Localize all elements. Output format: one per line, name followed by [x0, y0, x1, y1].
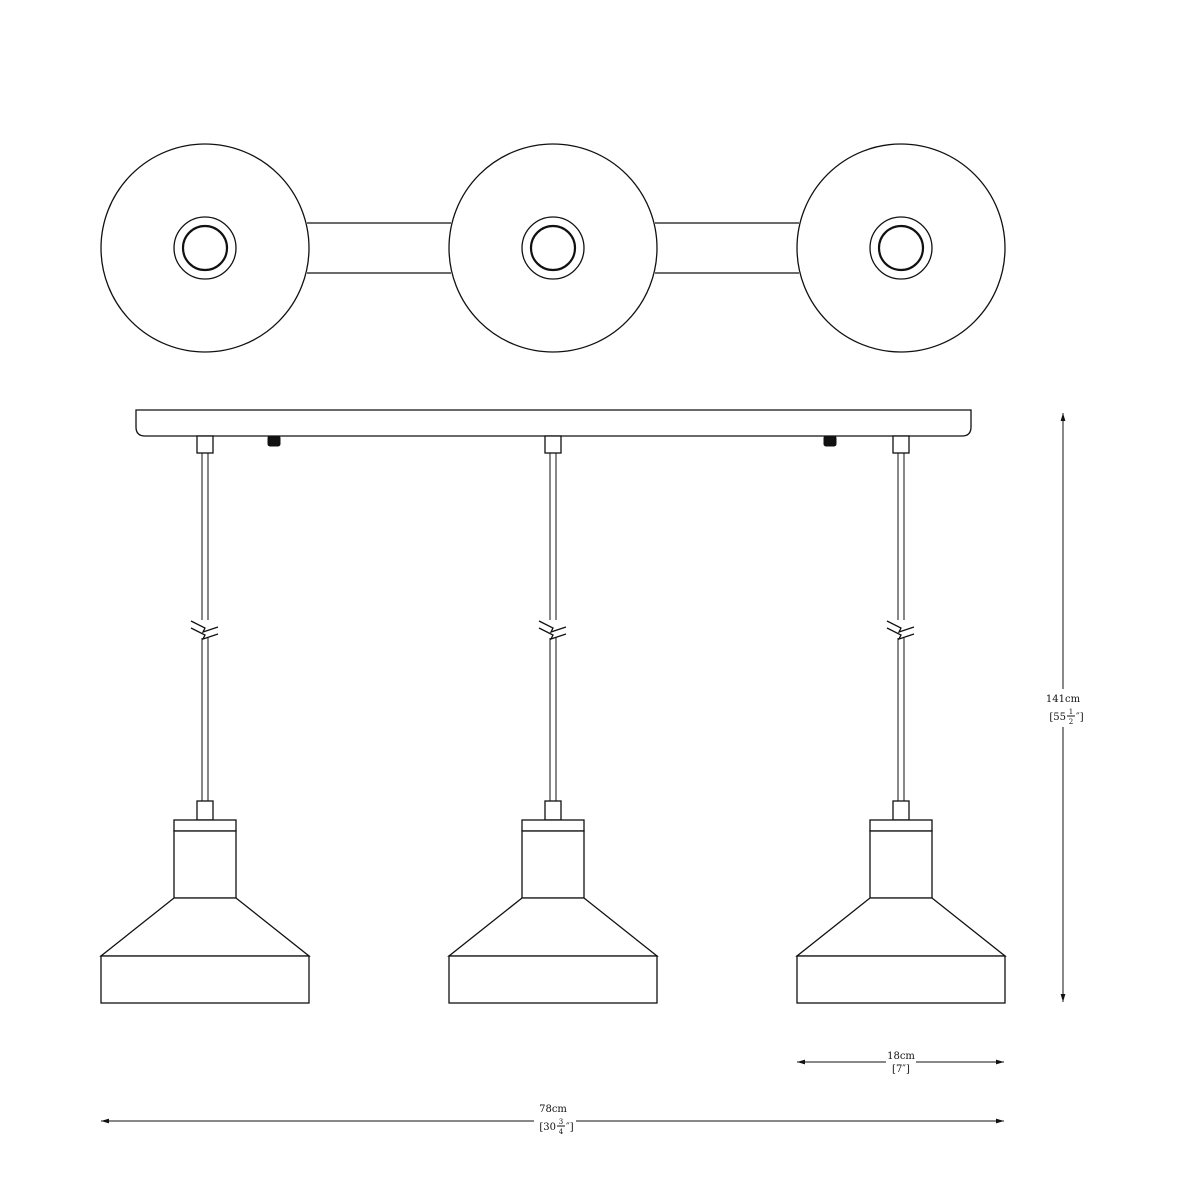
- cord-break-symbol-2: [538, 620, 567, 641]
- svg-text:4: 4: [559, 1128, 564, 1136]
- pendant-2: [447, 435, 659, 1004]
- shade-width-dimension: 18cm [7″]: [797, 1050, 1004, 1075]
- shade-cone-2: [447, 897, 659, 957]
- shade-width-imperial-label: [7″]: [892, 1064, 910, 1075]
- shade-cone-3: [795, 897, 1007, 957]
- cord-grip-top-3: [892, 435, 910, 454]
- shade-neck-2: [521, 830, 585, 899]
- height-metric-label: 141cm: [1046, 694, 1081, 705]
- pendant-1: [99, 435, 311, 1004]
- cord-2: [549, 453, 557, 801]
- top-view-shade-2: [448, 143, 658, 353]
- svg-text:1: 1: [1069, 708, 1073, 716]
- mounting-screw-right: [823, 435, 837, 447]
- svg-text:″]: ″]: [566, 1122, 574, 1133]
- shade-cap-1: [173, 819, 237, 832]
- svg-text:[30: [30: [539, 1122, 556, 1133]
- shade-rim-3: [796, 955, 1006, 1004]
- cord-3: [897, 453, 905, 801]
- height-dimension: 141cm [55 1 2 ″]: [1046, 413, 1084, 1002]
- shade-cap-3: [869, 819, 933, 832]
- canopy-bar: [135, 409, 972, 437]
- front-view: [99, 409, 1007, 1004]
- total-width-imperial-label: [30 3 4 ″]: [539, 1118, 573, 1136]
- svg-text:2: 2: [1069, 718, 1073, 726]
- shade-neck-3: [869, 830, 933, 899]
- svg-text:[55: [55: [1049, 712, 1066, 723]
- shade-neck-1: [173, 830, 237, 899]
- top-view-shade-1: [100, 143, 310, 353]
- cord-break-symbol-3: [886, 620, 915, 641]
- cord-grip-bottom-2: [544, 800, 562, 821]
- top-view-connector-left: [307, 222, 451, 274]
- cord-grip-top-2: [544, 435, 562, 454]
- total-width-metric-label: 78cm: [539, 1104, 567, 1115]
- mounting-screw-left: [267, 435, 281, 447]
- shade-cap-2: [521, 819, 585, 832]
- shade-rim-1: [100, 955, 310, 1004]
- top-view-connector-right: [655, 222, 799, 274]
- total-width-dimension: 78cm [30 3 4 ″]: [101, 1102, 1004, 1138]
- svg-text:3: 3: [559, 1118, 563, 1126]
- cord-1: [201, 453, 209, 801]
- svg-text:″]: ″]: [1076, 712, 1084, 723]
- cord-grip-top-1: [196, 435, 214, 454]
- cord-grip-bottom-1: [196, 800, 214, 821]
- shade-cone-1: [99, 897, 311, 957]
- pendant-3: [795, 435, 1007, 1004]
- shade-rim-2: [448, 955, 658, 1004]
- top-view: [100, 143, 1006, 353]
- cord-grip-bottom-3: [892, 800, 910, 821]
- height-imperial-label: [55 1 2 ″]: [1049, 708, 1083, 726]
- shade-width-metric-label: 18cm: [887, 1051, 915, 1062]
- top-view-shade-3: [796, 143, 1006, 353]
- cord-break-symbol-1: [190, 620, 219, 641]
